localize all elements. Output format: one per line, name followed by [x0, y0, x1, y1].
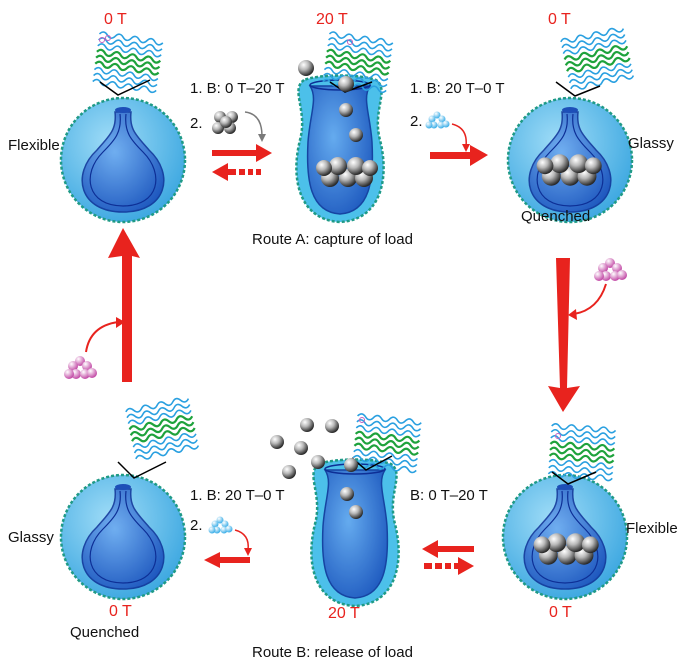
zoom-lines-bottom-left — [117, 461, 167, 479]
arrow-up-left — [108, 228, 140, 382]
arrow-forward-top-right — [430, 145, 488, 166]
cyan-load-icon-bottom — [208, 516, 233, 534]
field-label-top-center: 20 T — [316, 11, 348, 28]
step-bottom-left-2: 2. — [190, 517, 203, 534]
step-top-right-1: 1. B: 20 T–0 T — [410, 80, 505, 97]
caption-route-a: Route A: capture of load — [252, 231, 413, 248]
field-label-top-right: 0 T — [548, 11, 571, 28]
arrow-forward-dashed-bottom-right — [424, 557, 474, 575]
cyan-load-icon-top — [425, 111, 450, 129]
zoom-lines-top-right — [555, 81, 601, 97]
step-top-left-2: 2. — [190, 115, 203, 132]
load-balls-top-center — [298, 60, 378, 187]
step-top-right-2: 2. — [410, 113, 423, 130]
arrow-back-bottom-left — [204, 552, 250, 568]
field-label-bottom-right: 0 T — [549, 604, 572, 621]
vesicle-bottom-center — [310, 458, 400, 608]
zoom-lines-top-center — [329, 81, 373, 93]
zoom-lines-bottom-right — [551, 471, 597, 485]
vesicle-top-left — [59, 96, 187, 224]
state-label-quenched-top: Quenched — [521, 208, 591, 225]
arrow-down-right — [548, 258, 580, 412]
arrow-forward-top-left — [212, 144, 272, 162]
arrow-back-bottom-right — [422, 540, 474, 558]
pink-load-icon-left — [64, 356, 97, 379]
membrane-zoom-bottom-left — [124, 395, 201, 463]
state-label-glassy-bottom: Glassy — [8, 529, 54, 546]
membrane-zoom-top-right — [559, 25, 636, 93]
state-label-flexible-top: Flexible — [8, 137, 60, 154]
step-bottom-right-1: B: 0 T–20 T — [410, 487, 488, 504]
curved-arrow-red-bottom — [234, 529, 249, 551]
state-label-flexible-bottom: Flexible — [626, 520, 678, 537]
zoom-lines-top-left — [99, 79, 151, 96]
field-label-top-left: 0 T — [104, 11, 127, 28]
state-label-glassy-top: Glassy — [628, 135, 674, 152]
grey-load-icon-top — [212, 111, 238, 134]
step-bottom-left-1: 1. B: 20 T–0 T — [190, 487, 285, 504]
curved-arrow-pink-right — [573, 283, 607, 315]
curved-arrow-pink-left — [85, 321, 119, 353]
arrow-back-dashed-top-left — [212, 163, 261, 181]
vesicle-top-center — [295, 74, 385, 224]
curved-arrow-grey-top — [244, 111, 263, 137]
pink-load-icon-right — [594, 258, 627, 281]
load-balls-bottom-center — [270, 418, 363, 519]
step-top-left-1: 1. B: 0 T–20 T — [190, 80, 285, 97]
state-label-quenched-bottom: Quenched — [70, 624, 140, 641]
membrane-zoom-bottom-right — [547, 422, 617, 482]
field-label-bottom-left: 0 T — [109, 603, 132, 620]
caption-route-b: Route B: release of load — [252, 644, 413, 661]
field-label-bottom-center: 20 T — [328, 605, 360, 622]
vesicle-bottom-left — [59, 473, 187, 601]
vesicle-top-right — [506, 96, 634, 224]
curved-arrow-red-top — [451, 123, 467, 147]
vesicle-bottom-right — [501, 473, 629, 601]
